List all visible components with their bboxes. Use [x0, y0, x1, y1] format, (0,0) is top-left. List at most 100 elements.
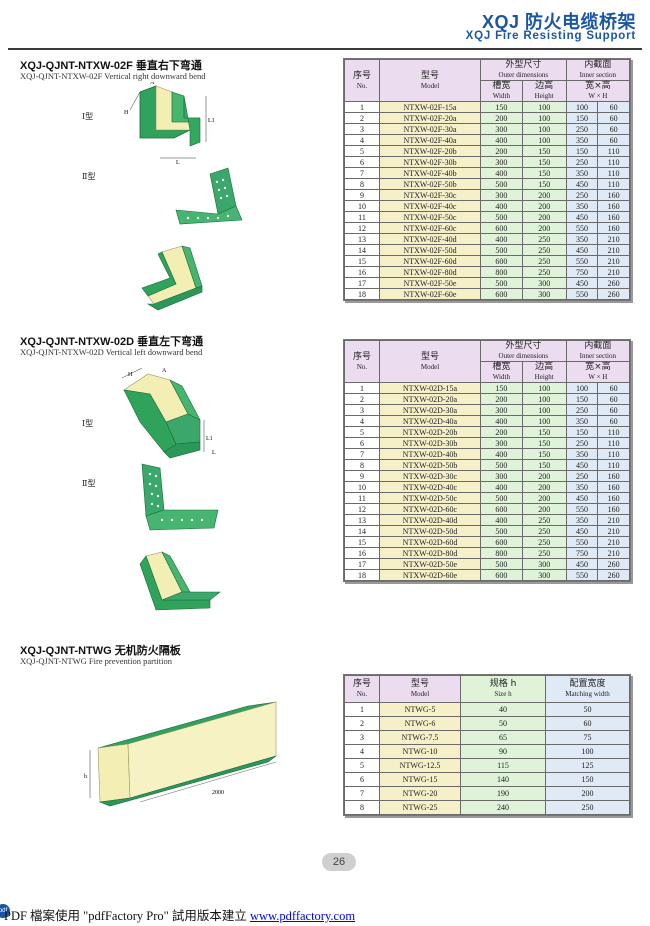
- cell-inner-w: 550: [565, 569, 599, 581]
- cell-height: 100: [521, 382, 567, 394]
- cell-no: 18: [344, 569, 380, 581]
- section-2-bend-illustrations: H A L1 L: [121, 367, 221, 611]
- cell-height: 150: [521, 448, 567, 460]
- cell-inner-h: 60: [597, 134, 630, 146]
- cell-height: 250: [521, 266, 567, 278]
- cell-no: 9: [344, 470, 380, 482]
- cell-model: NTXW-02D-20b: [379, 426, 481, 438]
- cell-model: NTWG-10: [379, 744, 461, 759]
- cell-height: 100: [521, 404, 567, 416]
- cell-inner-h: 160: [597, 222, 630, 234]
- cell-no: 6: [344, 156, 380, 168]
- cell-inner-w: 350: [565, 200, 599, 212]
- cell-no: 16: [344, 266, 380, 278]
- cell-no: 2: [344, 393, 380, 405]
- dim-l1-label: L1: [206, 436, 213, 442]
- cell-model: NTXW-02D-15a: [379, 382, 481, 394]
- cell-width: 500: [480, 178, 523, 190]
- cell-no: 17: [344, 277, 380, 289]
- cell-model: NTXW-02F-20b: [379, 145, 481, 157]
- cell-model: NTWG-15: [379, 772, 461, 787]
- cell-no: 17: [344, 558, 380, 570]
- cell-inner-w: 100: [565, 101, 599, 113]
- cell-model: NTXW-02F-30a: [379, 123, 481, 135]
- cell-inner-h: 110: [597, 448, 630, 460]
- cell-no: 14: [344, 525, 380, 537]
- cell-no: 6: [344, 772, 380, 787]
- cell-height: 250: [521, 536, 567, 548]
- cell-inner-w: 450: [565, 211, 599, 223]
- cell-inner-h: 160: [597, 492, 630, 504]
- cell-model: NTXW-02F-50b: [379, 178, 481, 190]
- cell-inner-h: 110: [597, 167, 630, 179]
- cell-no: 10: [344, 200, 380, 212]
- cell-inner-h: 160: [597, 481, 630, 493]
- cell-width: 600: [480, 222, 523, 234]
- dim-l-label: L: [212, 450, 216, 456]
- cell-inner-h: 60: [597, 382, 630, 394]
- cell-inner-w: 750: [565, 266, 599, 278]
- cell-width: 600: [480, 503, 523, 515]
- cell-height: 150: [521, 156, 567, 168]
- dim-a-label: A: [150, 82, 155, 86]
- cell-width: 600: [480, 288, 523, 300]
- cell-height: 100: [521, 123, 567, 135]
- cell-model: NTXW-02D-40c: [379, 481, 481, 493]
- cell-inner-w: 150: [565, 393, 599, 405]
- cell-model: NTXW-02D-50b: [379, 459, 481, 471]
- section-1-type2-label: Ⅱ型: [82, 172, 96, 181]
- cell-inner-h: 60: [597, 393, 630, 405]
- cell-matching-width: 60: [545, 716, 630, 731]
- cell-inner-h: 110: [597, 156, 630, 168]
- cell-inner-h: 260: [597, 558, 630, 570]
- cell-size-h: 140: [460, 772, 546, 787]
- section-2-type1-label: Ⅰ型: [82, 419, 94, 428]
- dim-l1-label: L1: [208, 118, 215, 124]
- cell-inner-h: 60: [597, 123, 630, 135]
- cell-model: NTXW-02D-50c: [379, 492, 481, 504]
- cell-model: NTXW-02F-80d: [379, 266, 481, 278]
- cell-no: 3: [344, 404, 380, 416]
- cell-size-h: 240: [460, 800, 546, 815]
- cell-inner-h: 110: [597, 437, 630, 449]
- cell-model: NTXW-02F-60d: [379, 255, 481, 267]
- type2-bend-drawing: [175, 167, 243, 225]
- cell-width: 200: [480, 393, 523, 405]
- section-2-title: XQJ-QJNT-NTXW-02D 垂直左下弯通: [20, 336, 204, 348]
- cell-inner-h: 210: [597, 233, 630, 245]
- cell-matching-width: 50: [545, 702, 630, 717]
- cell-no: 11: [344, 211, 380, 223]
- cell-inner-w: 450: [565, 492, 599, 504]
- cell-no: 6: [344, 437, 380, 449]
- cell-size-h: 115: [460, 758, 546, 773]
- cell-model: NTXW-02D-60d: [379, 536, 481, 548]
- cell-model: NTXW-02F-30b: [379, 156, 481, 168]
- cell-height: 300: [521, 277, 567, 289]
- footer-link[interactable]: www.pdffactory.com: [249, 909, 356, 923]
- cell-no: 12: [344, 222, 380, 234]
- cell-no: 12: [344, 503, 380, 515]
- cell-model: NTWG-25: [379, 800, 461, 815]
- cell-width: 600: [480, 569, 523, 581]
- cell-height: 200: [521, 189, 567, 201]
- cell-model: NTXW-02D-80d: [379, 547, 481, 559]
